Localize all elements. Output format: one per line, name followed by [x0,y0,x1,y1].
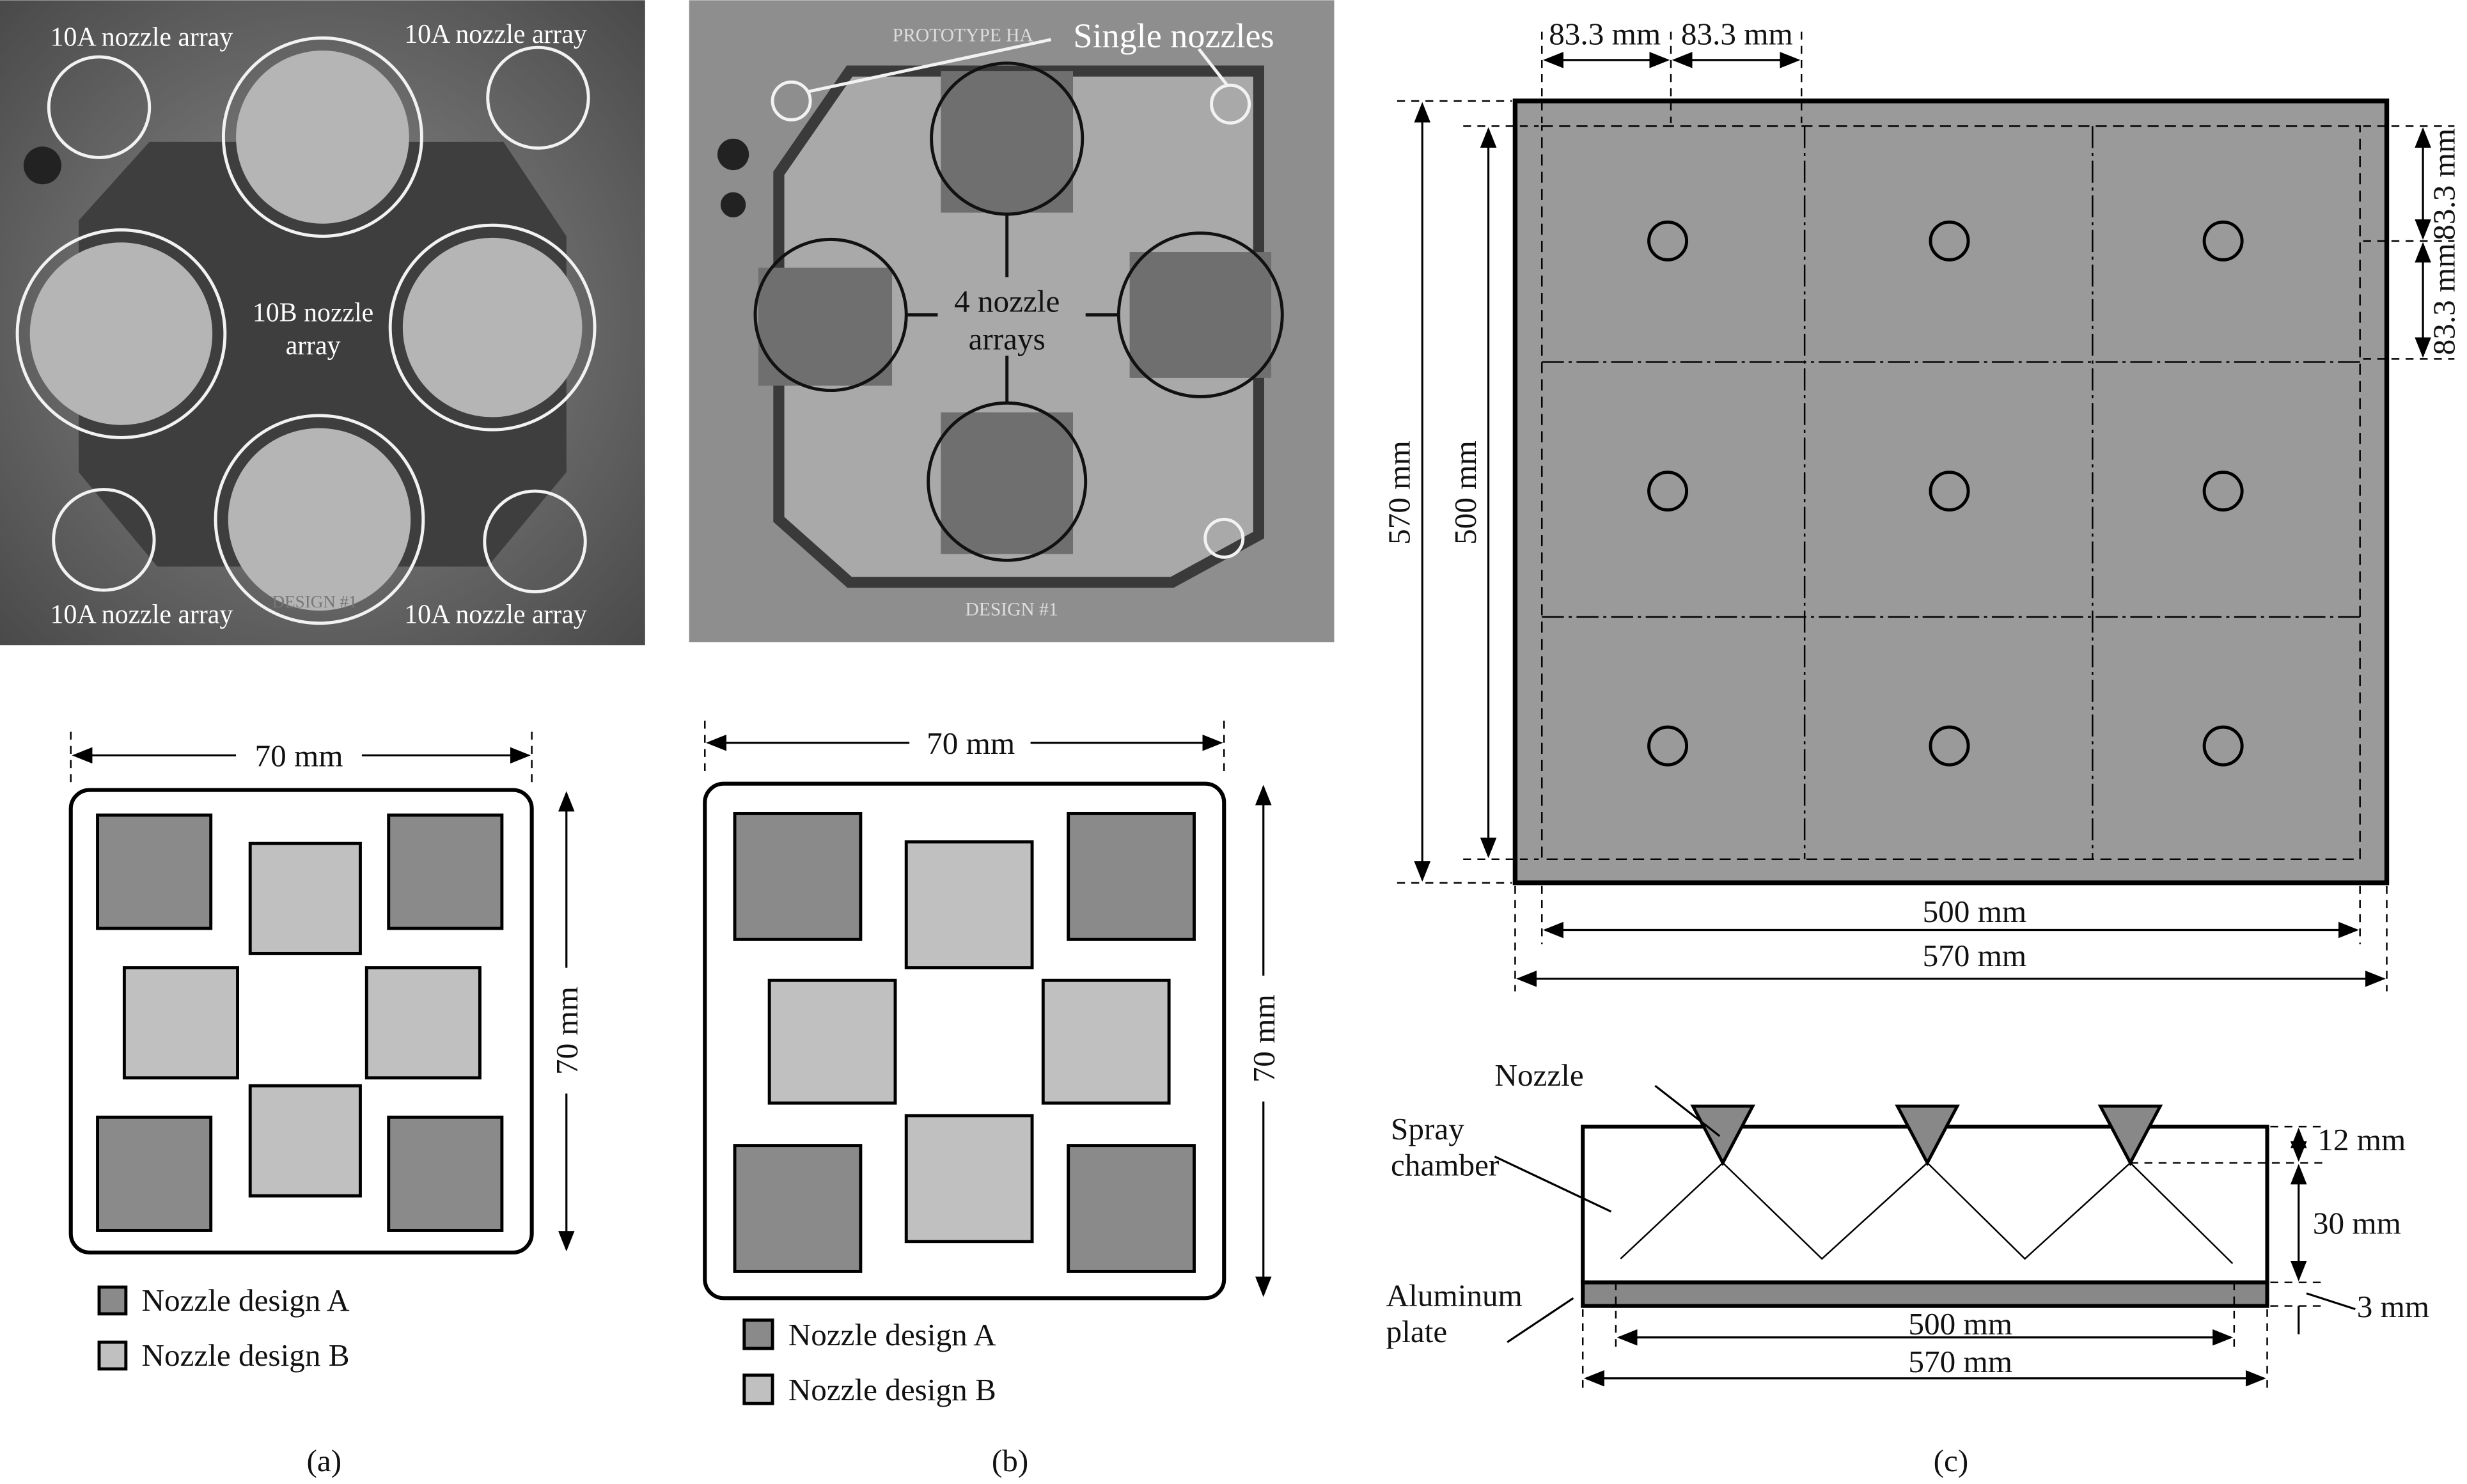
spray-chamber-label-2: chamber [1391,1147,1499,1182]
plate-label-1: Aluminum [1386,1278,1523,1313]
height-label-a: 70 mm [549,987,584,1075]
cell-grid [1542,126,2360,859]
aluminum-plate [1581,1280,2269,1308]
label-10a-top-right: 10A nozzle array [404,20,587,49]
engraving-design: DESIGN #1 [966,599,1058,620]
legend-swatch-b [97,1340,128,1371]
array-circles [753,61,1284,562]
dim-3mm: 3 mm [2357,1289,2429,1324]
nozzle-squares-a [96,813,504,1232]
label-10a-top-left: 10A nozzle array [51,23,233,52]
single-nozzles-label: Single nozzles [1073,17,1274,55]
cell-height-2: 83.3 mm [2426,243,2461,355]
width-570-label: 570 mm [1908,1344,2012,1379]
label-10a-bottom-right: 10A nozzle array [404,600,587,630]
photo-panel-b: PROTOTYPE HA Single nozzles 4 nozzle arr… [689,0,1335,643]
arrays-label-line2: arrays [969,322,1046,357]
nozzle-array-plates [29,51,583,611]
single-nozzle-circles [771,38,1251,559]
cell-width-1: 83.3 mm [1549,16,1661,51]
nozzle-label: Nozzle [1494,1058,1583,1093]
nozzle-circles [1647,220,2244,767]
highlight-circles [15,36,597,625]
schematic-a: 70 mm 70 mm Nozzle design A Nozzle desig… [68,731,584,1373]
width-label-b: 70 mm [927,726,1015,761]
photo-panel-a: 10A nozzle array 10A nozzle array 10B no… [0,0,645,646]
label-10a-bottom-left: 10A nozzle array [51,600,233,630]
label-10b-line1: 10B nozzle [253,298,373,327]
plate-label-2: plate [1386,1314,1448,1349]
legend-label-b: Nozzle design B [788,1372,996,1407]
spray-chamber-label-1: Spray [1391,1111,1464,1146]
side-view-c: Nozzle Spray chamber Aluminum plate 12 m… [1386,1058,2429,1388]
legend-label-a: Nozzle design A [788,1317,997,1352]
width-label-a: 70 mm [255,738,343,774]
schematic-b: 70 mm 70 mm Nozzle design A Nozzle desig… [703,721,1281,1407]
outer-height-label: 570 mm [1382,441,1417,545]
inner-height-label: 500 mm [1448,441,1483,545]
dim-12mm: 12 mm [2317,1122,2406,1157]
legend-swatch-a [742,1318,774,1350]
caption-a: (a) [307,1443,342,1478]
width-500-label: 500 mm [1908,1306,2012,1341]
label-10b-line2: array [286,331,341,361]
caption-b: (b) [992,1443,1028,1478]
legend-swatch-b [742,1373,774,1405]
legend-swatch-a [97,1285,128,1316]
caption-c: (c) [1934,1443,1969,1478]
cell-height-1: 83.3 mm [2426,129,2461,240]
nozzle-squares-b [733,811,1196,1273]
engraving-prototype: PROTOTYPE HA [893,25,1034,45]
nozzle-array-squares [758,71,1272,554]
top-view-c: 83.3 mm 83.3 mm 83.3 mm 83.3 mm 570 mm 5… [1382,16,2461,992]
nozzles [1690,1104,2163,1166]
dim-30mm: 30 mm [2313,1205,2401,1240]
legend-label-b: Nozzle design B [141,1338,349,1373]
cell-width-2: 83.3 mm [1681,16,1793,51]
outer-width-label: 570 mm [1923,938,2027,973]
engraving-a: DESIGN #1 [272,592,357,611]
arrays-label-line1: 4 nozzle [954,284,1060,319]
legend-label-a: Nozzle design A [141,1283,350,1318]
height-label-b: 70 mm [1246,994,1281,1082]
inner-width-label: 500 mm [1923,894,2027,929]
